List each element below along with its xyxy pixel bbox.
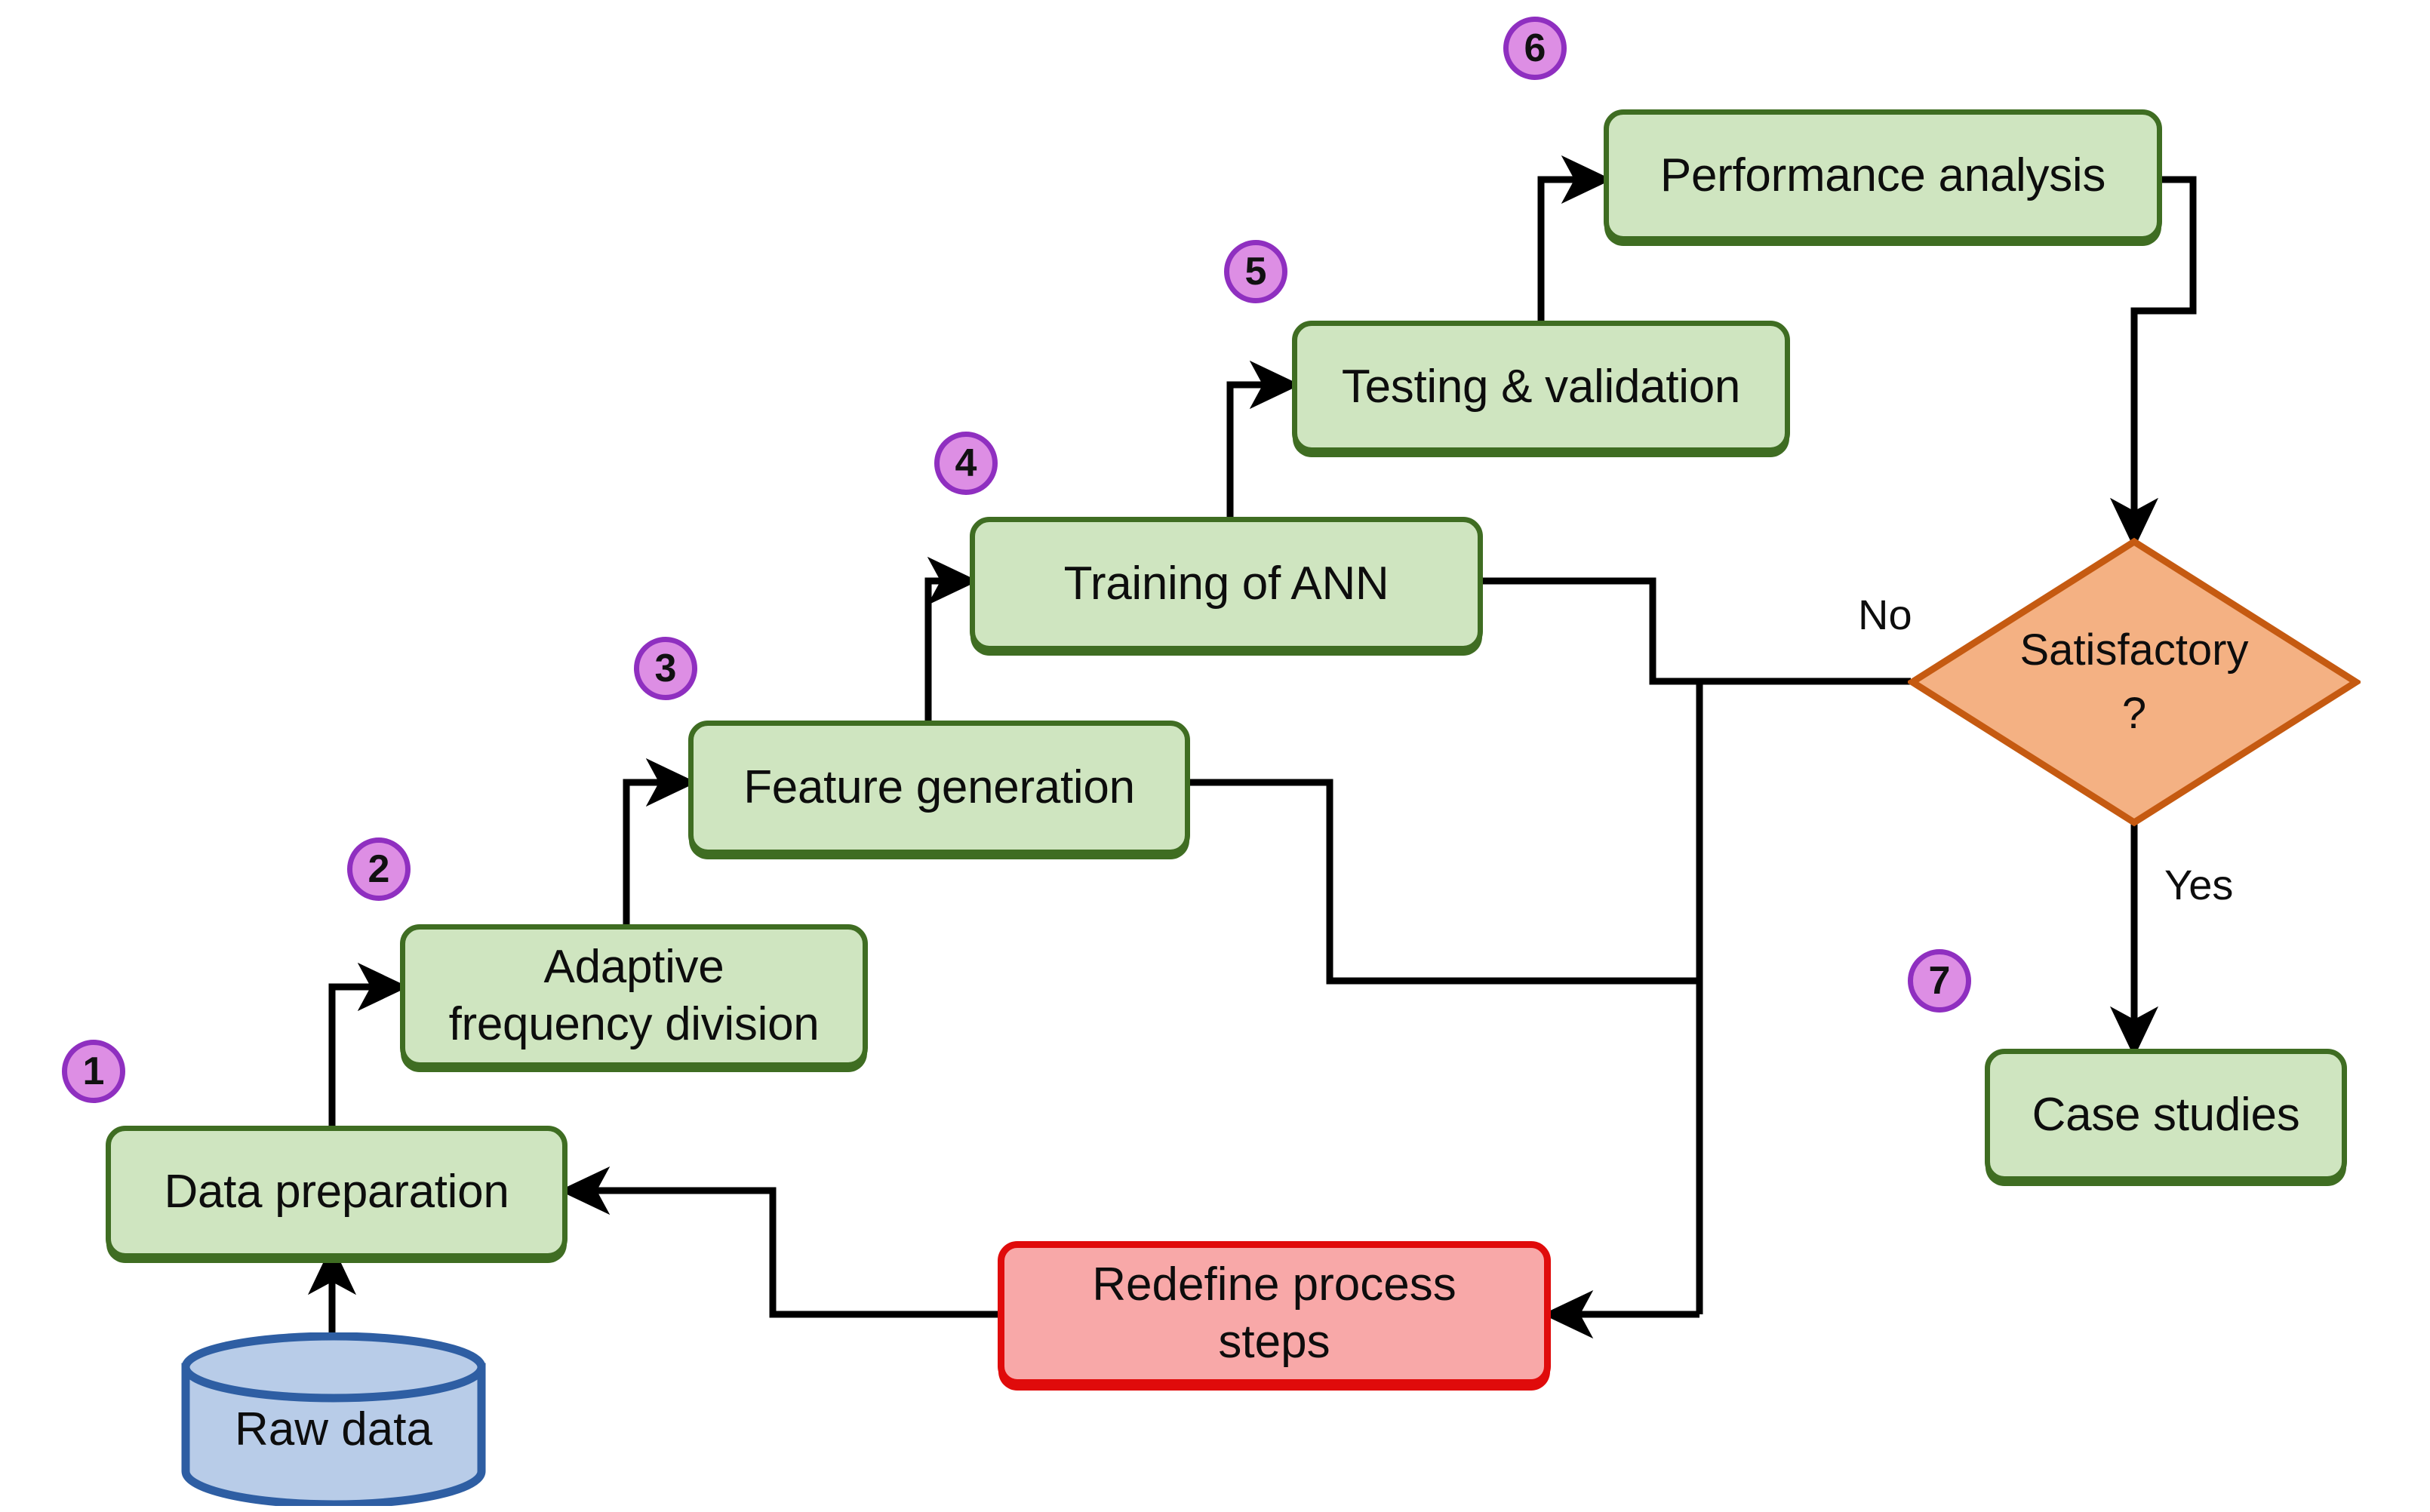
- node-performance-analysis-label: Performance analysis: [1659, 149, 2106, 201]
- edge-redefine-to-datapreparation: [558, 1166, 998, 1318]
- edge-label-yes: Yes: [2164, 861, 2234, 908]
- cylinder-shape: [181, 1332, 486, 1506]
- node-performance-analysis[interactable]: Performance analysis: [1604, 109, 2162, 241]
- node-feature-generation-label: Feature generation: [743, 761, 1135, 814]
- node-adaptive-frequency-division-label-line2: frequency division: [448, 998, 820, 1050]
- diamond-shape: [1908, 537, 2361, 827]
- node-case-studies[interactable]: Case studies: [1985, 1049, 2347, 1182]
- node-redefine-process-steps[interactable]: Redefine process steps: [998, 1241, 1551, 1386]
- step-badge-2-text: 2: [368, 847, 390, 891]
- node-adaptive-frequency-division-label-line1: Adaptive: [543, 941, 724, 994]
- step-badge-5[interactable]: 5: [1224, 240, 1287, 303]
- edge-datapreparation-to-adaptive: [328, 962, 409, 1126]
- edge-testingvalidation-to-performanceanalysis: [1537, 155, 1613, 321]
- node-case-studies-label: Case studies: [2032, 1089, 2300, 1142]
- step-badge-3-text: 3: [654, 647, 677, 690]
- step-badge-5-text: 5: [1244, 250, 1267, 293]
- node-data-preparation[interactable]: Data preparation: [106, 1126, 568, 1258]
- step-badge-7-text: 7: [1928, 959, 1951, 1003]
- edge-label-no: No: [1858, 591, 1912, 638]
- node-data-preparation-label: Data preparation: [164, 1166, 509, 1219]
- node-testing-validation[interactable]: Testing & validation: [1292, 321, 1790, 453]
- node-testing-validation-label: Testing & validation: [1341, 360, 1741, 413]
- edge-adaptive-to-featuregeneration: [623, 758, 697, 924]
- step-badge-2[interactable]: 2: [347, 837, 411, 901]
- node-satisfactory-decision[interactable]: Satisfactory ?: [1908, 537, 2361, 827]
- step-badge-7[interactable]: 7: [1908, 949, 1971, 1013]
- step-badge-1-text: 1: [82, 1049, 105, 1093]
- node-feature-generation[interactable]: Feature generation: [688, 721, 1190, 855]
- edge-featuregeneration-to-trainingann: [924, 556, 979, 721]
- step-badge-3[interactable]: 3: [634, 637, 697, 700]
- step-badge-6-text: 6: [1524, 26, 1546, 70]
- node-redefine-process-steps-label-line2: steps: [1218, 1316, 1330, 1368]
- node-training-of-ann-label: Training of ANN: [1063, 558, 1389, 610]
- node-raw-data[interactable]: Raw data: [180, 1332, 488, 1506]
- node-training-of-ann[interactable]: Training of ANN: [970, 517, 1483, 651]
- step-badge-1[interactable]: 1: [62, 1040, 125, 1103]
- node-adaptive-frequency-division[interactable]: Adaptive frequency division: [400, 924, 868, 1068]
- node-redefine-process-steps-label-line1: Redefine process: [1092, 1258, 1456, 1311]
- edge-trainingann-to-testingvalidation: [1226, 360, 1301, 517]
- step-badge-4[interactable]: 4: [934, 432, 998, 495]
- step-badge-4-text: 4: [955, 441, 977, 485]
- step-badge-6[interactable]: 6: [1503, 17, 1567, 80]
